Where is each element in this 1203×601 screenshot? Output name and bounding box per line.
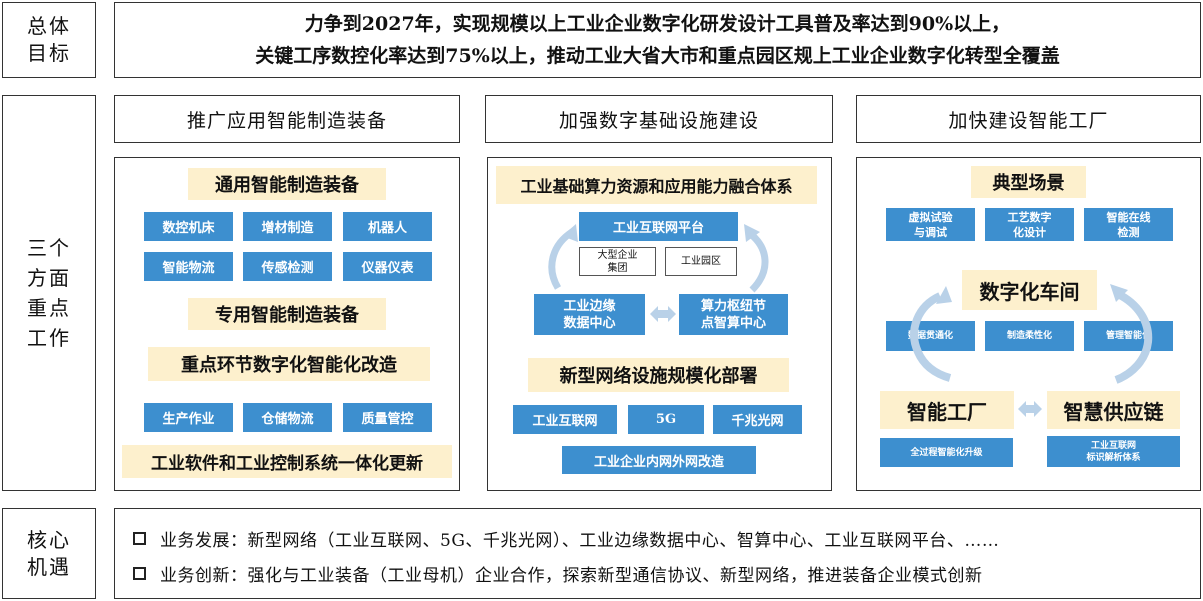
enterprise-box: 大型企业 集团 [579, 247, 656, 276]
opportunity-line-1: 业务发展：新型网络（工业互联网、5G、千兆光网）、工业边缘数据中心、智算中心、工… [133, 523, 1200, 553]
scene-3: 智能在线 检测 [1084, 208, 1173, 241]
network-item-2: 5G [628, 405, 704, 434]
network-bottom: 工业企业内网外网改造 [562, 446, 756, 474]
network-title-text: 新型网络设施规模化部署 [559, 366, 758, 387]
supply-title-text: 智慧供应链 [1063, 399, 1164, 424]
edge-dc-text: 工业边缘 数据中心 [563, 298, 616, 331]
factory-title: 智能工厂 [880, 391, 1014, 429]
scene-3-text: 智能在线 检测 [1106, 210, 1151, 239]
opportunity-line-2-text: 业务创新：强化与工业装备（工业母机）企业合作，探索新型通信协议、新型网络，推进装… [160, 565, 983, 586]
special-equipment-title-text: 专用智能制造装备 [215, 305, 359, 326]
goal-label: 总体 目标 [27, 14, 71, 65]
factory-title-text: 智能工厂 [907, 399, 987, 424]
workshop-item-2: 制造柔性化 [985, 321, 1074, 351]
col3-head: 加快建设智能工厂 [856, 95, 1201, 143]
network-title: 新型网络设施规模化部署 [528, 358, 789, 392]
network-item-1: 工业互联网 [513, 405, 617, 434]
scene-2: 工艺数字 化设计 [985, 208, 1074, 241]
scene-1: 虚拟试验 与调试 [886, 208, 975, 241]
general-item-2: 增材制造 [243, 212, 332, 241]
general-item-1: 数控机床 [144, 212, 233, 241]
general-equipment-title: 通用智能制造装备 [188, 168, 386, 200]
work-label-box: 三个 方面 重点 工作 [2, 95, 96, 491]
general-item-3: 机器人 [343, 212, 432, 241]
checkbox-icon [133, 566, 146, 580]
enterprise-text: 大型企业 集团 [597, 249, 638, 274]
opportunity-line-1-text: 业务发展：新型网络（工业互联网、5G、千兆光网）、工业边缘数据中心、智算中心、工… [160, 530, 1000, 551]
workshop-title-text: 数字化车间 [979, 279, 1080, 304]
scenes-title: 典型场景 [971, 166, 1086, 198]
workshop-item-1: 数据贯通化 [886, 321, 975, 351]
general-equipment-title-text: 通用智能制造装备 [215, 175, 359, 196]
hub-text: 算力枢纽节 点智算中心 [700, 298, 766, 331]
opportunity-label: 核心 机遇 [27, 527, 71, 579]
scenes-title-text: 典型场景 [992, 173, 1065, 194]
opportunity-label-box: 核心 机遇 [2, 508, 96, 599]
network-item-3: 千兆光网 [713, 405, 802, 434]
general-item-5: 传感检测 [243, 252, 332, 281]
general-item-6: 仪器仪表 [343, 252, 432, 281]
opportunity-line-2: 业务创新：强化与工业装备（工业母机）企业合作，探索新型通信协议、新型网络，推进装… [133, 558, 1200, 588]
platform-box: 工业互联网平台 [579, 212, 738, 241]
work-label: 三个 方面 重点 工作 [27, 236, 71, 350]
hub-box: 算力枢纽节 点智算中心 [679, 294, 788, 335]
factory-item: 全过程智能化升级 [880, 438, 1013, 467]
opportunity-box: 业务发展：新型网络（工业互联网、5G、千兆光网）、工业边缘数据中心、智算中心、工… [114, 508, 1201, 599]
goal-label-box: 总体 目标 [2, 2, 96, 78]
software-title-text: 工业软件和工业控制系统一体化更新 [151, 454, 423, 474]
compute-title-text: 工业基础算力资源和应用能力融合体系 [520, 177, 793, 196]
checkbox-icon [133, 531, 146, 545]
col1-head-text: 推广应用智能制造装备 [186, 109, 387, 132]
retrofit-title-text: 重点环节数字化智能化改造 [181, 355, 397, 376]
compute-title: 工业基础算力资源和应用能力融合体系 [496, 166, 817, 204]
workshop-item-3: 管理智能化 [1084, 321, 1173, 351]
col2-head: 加强数字基础设施建设 [485, 95, 833, 143]
workshop-title: 数字化车间 [962, 270, 1097, 310]
retrofit-item-1: 生产作业 [144, 403, 233, 432]
retrofit-item-3: 质量管控 [343, 403, 432, 432]
retrofit-title: 重点环节数字化智能化改造 [148, 347, 430, 381]
col1-head: 推广应用智能制造装备 [114, 95, 460, 143]
special-equipment-title: 专用智能制造装备 [188, 298, 386, 330]
scene-1-text: 虚拟试验 与调试 [908, 210, 953, 239]
park-box: 工业园区 [665, 247, 737, 276]
general-item-4: 智能物流 [144, 252, 233, 281]
software-title: 工业软件和工业控制系统一体化更新 [122, 445, 452, 478]
edge-dc-box: 工业边缘 数据中心 [534, 294, 645, 335]
park-text: 工业园区 [681, 256, 721, 267]
goal-line-1: 力争到2027年，实现规模以上工业企业数字化研发设计工具普及率达到90%以上， [304, 13, 1011, 35]
supply-item-text: 工业互联网 标识解析体系 [1086, 440, 1141, 463]
retrofit-item-2: 仓储物流 [243, 403, 332, 432]
goal-text-box: 力争到2027年，实现规模以上工业企业数字化研发设计工具普及率达到90%以上， … [114, 2, 1201, 78]
supply-item: 工业互联网 标识解析体系 [1047, 436, 1180, 467]
supply-title: 智慧供应链 [1047, 391, 1180, 429]
scene-2-text: 工艺数字 化设计 [1007, 210, 1052, 239]
col3-head-text: 加快建设智能工厂 [948, 109, 1109, 132]
col2-head-text: 加强数字基础设施建设 [558, 109, 759, 132]
goal-line-2: 关键工序数控化率达到75%以上，推动工业大省大市和重点园区规上工业企业数字化转型… [255, 45, 1060, 67]
